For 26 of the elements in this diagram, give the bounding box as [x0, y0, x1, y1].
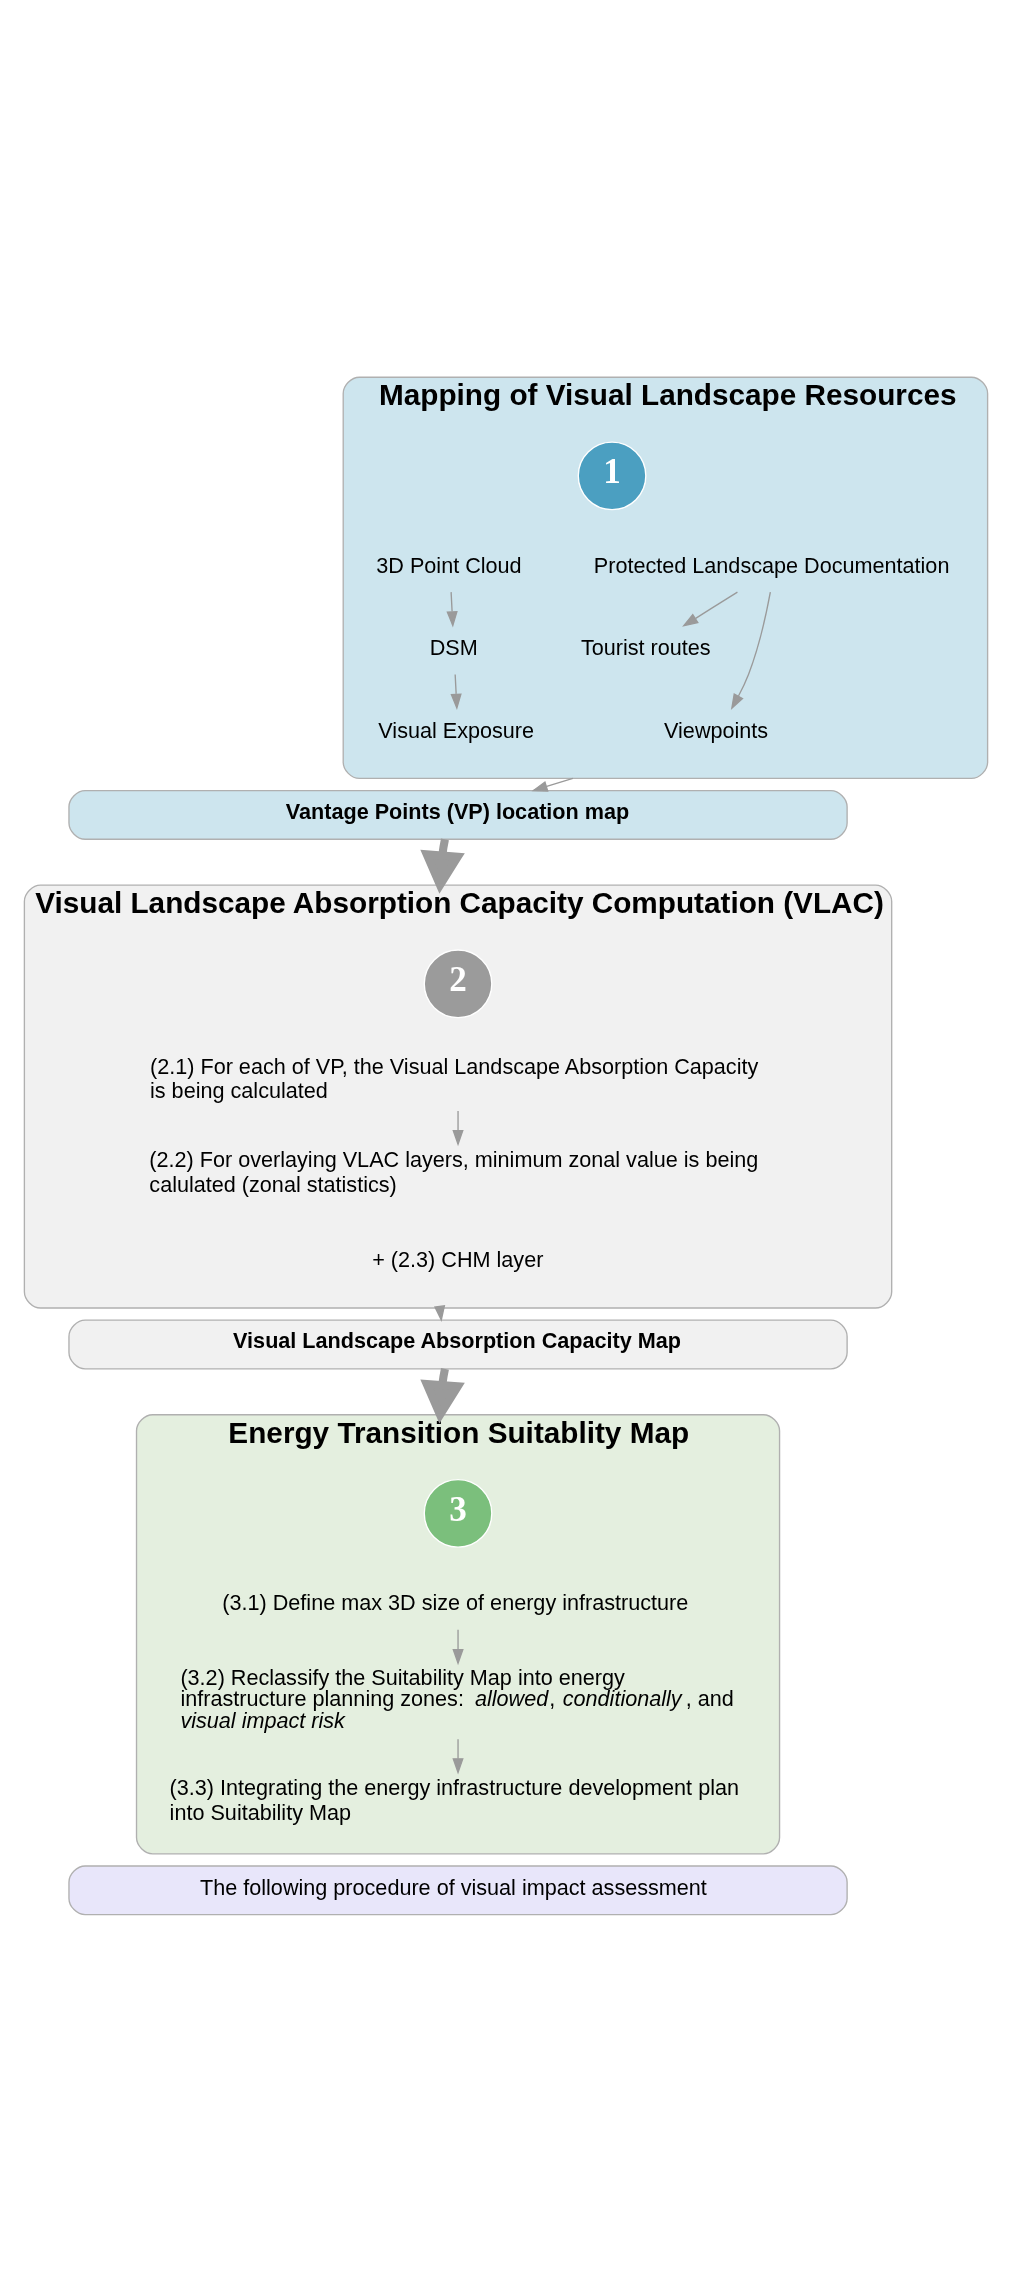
node-text: (2.1) For each of VP, the Visual Landscape Absorption Capacity is being calculated: [150, 1053, 759, 1103]
node-circle: 2: [423, 948, 493, 1018]
node-circle: 3: [423, 1478, 493, 1548]
arrow: [450, 673, 462, 710]
node-text: (3.2) Reclassify the Suitability Map into energy infrastructure planning zones: allowed, conditionally, and visual impact risk: [180, 1664, 734, 1733]
arrow: [452, 1738, 464, 1774]
node-box: Vantage Points (VP) location map: [68, 789, 848, 840]
arrow: [730, 591, 771, 710]
node-box: Visual Landscape Absorption Capacity Map: [68, 1319, 848, 1369]
node-text: (3.3) Integrating the energy infrastructure development plan into Suitability Map: [169, 1774, 739, 1825]
arrow: [682, 590, 739, 627]
node-text: (3.1) Define max 3D size of energy infrastructure: [222, 1589, 689, 1615]
arrow: [452, 1109, 464, 1146]
node-text: Tourist routes: [580, 634, 711, 660]
arrow: [531, 777, 574, 792]
node-text: Viewpoints: [664, 717, 769, 743]
node-text: 3D Point Cloud: [376, 552, 522, 578]
node-text: Visual Exposure: [378, 717, 535, 743]
node-circle: 1: [577, 440, 647, 510]
node-box: The following procedure of visual impact assessment: [68, 1864, 848, 1915]
node-text: DSM: [429, 634, 478, 660]
node-text: + (2.3) CHM layer: [372, 1246, 544, 1272]
arrow: [452, 1628, 464, 1665]
arrow: [446, 590, 458, 628]
node-text: (2.2) For overlaying VLAC layers, minimum zonal value is being calulated (zonal statistics): [149, 1146, 759, 1197]
node-text: Protected Landscape Documentation: [593, 552, 950, 578]
